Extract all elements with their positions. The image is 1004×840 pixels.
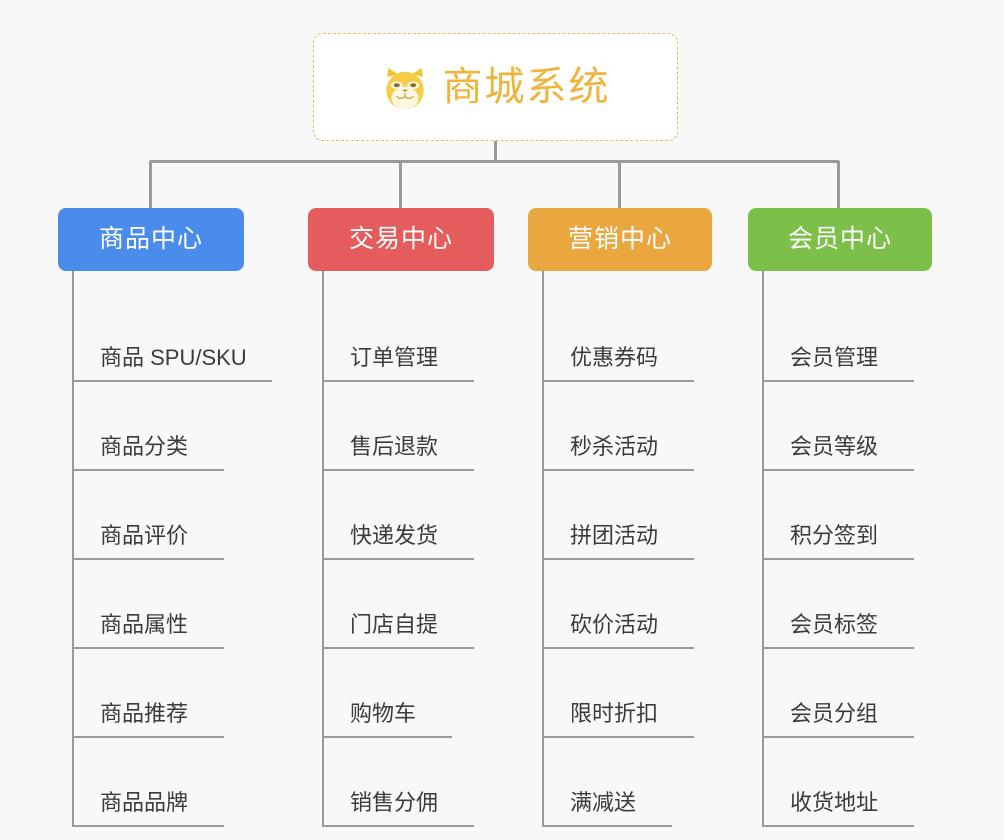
leaf-underline xyxy=(72,469,224,471)
leaf-underline xyxy=(322,736,452,738)
leaf-label: 会员标签 xyxy=(790,611,879,637)
leaf-list-3: 会员管理 会员等级 积分签到 会员标签 会员分组 收货地址 xyxy=(748,271,968,827)
category-title: 交易中心 xyxy=(348,225,453,253)
leaf-label: 商品 SPU/SKU xyxy=(100,344,247,370)
leaf-label: 销售分佣 xyxy=(350,789,439,815)
leaf-item[interactable]: 购物车 xyxy=(308,649,528,738)
leaf-underline xyxy=(762,825,914,827)
leaf-item[interactable]: 砍价活动 xyxy=(528,560,748,649)
leaf-underline xyxy=(322,469,474,471)
leaf-underline xyxy=(762,469,914,471)
leaf-list-1: 订单管理 售后退款 快递发货 门店自提 购物车 销售分佣 xyxy=(308,271,528,827)
category-header-3[interactable]: 会员中心 xyxy=(748,208,932,271)
leaf-item[interactable]: 会员标签 xyxy=(748,560,968,649)
category-title: 会员中心 xyxy=(787,225,892,253)
leaf-item[interactable]: 商品评价 xyxy=(58,471,278,560)
leaf-item[interactable]: 快递发货 xyxy=(308,471,528,560)
column-spine xyxy=(762,271,764,827)
leaf-underline xyxy=(72,736,224,738)
leaf-item[interactable]: 拼团活动 xyxy=(528,471,748,560)
category-title: 营销中心 xyxy=(567,225,672,253)
leaf-item[interactable]: 销售分佣 xyxy=(308,738,528,827)
category-title: 商品中心 xyxy=(98,225,203,253)
leaf-item[interactable]: 优惠券码 xyxy=(528,293,748,382)
leaf-label: 商品属性 xyxy=(100,611,189,637)
leaf-underline xyxy=(762,558,914,560)
leaf-item[interactable]: 商品属性 xyxy=(58,560,278,649)
leaf-label: 订单管理 xyxy=(350,344,439,370)
leaf-underline xyxy=(72,558,224,560)
leaf-label: 商品品牌 xyxy=(100,789,189,815)
leaf-underline xyxy=(542,380,694,382)
category-header-1[interactable]: 交易中心 xyxy=(308,208,494,271)
category-column: 会员中心 会员管理 会员等级 积分签到 会员标签 会员分组 xyxy=(748,208,968,827)
leaf-label: 秒杀活动 xyxy=(570,433,659,459)
leaf-underline xyxy=(762,736,914,738)
leaf-label: 商品推荐 xyxy=(100,700,189,726)
leaf-underline xyxy=(542,647,694,649)
leaf-underline xyxy=(762,647,914,649)
leaf-label: 收货地址 xyxy=(790,789,879,815)
leaf-item[interactable]: 商品分类 xyxy=(58,382,278,471)
root-node[interactable]: 商城系统 xyxy=(313,33,678,141)
leaf-label: 售后退款 xyxy=(350,433,439,459)
category-column: 营销中心 优惠券码 秒杀活动 拼团活动 砍价活动 限时折扣 xyxy=(528,208,748,827)
leaf-label: 积分签到 xyxy=(790,522,879,548)
leaf-label: 商品分类 xyxy=(100,433,189,459)
leaf-item[interactable]: 会员分组 xyxy=(748,649,968,738)
leaf-label: 会员等级 xyxy=(790,433,879,459)
category-column: 商品中心 商品 SPU/SKU 商品分类 商品评价 商品属性 商品推荐 xyxy=(58,208,278,827)
leaf-item[interactable]: 售后退款 xyxy=(308,382,528,471)
leaf-underline xyxy=(72,647,224,649)
leaf-label: 拼团活动 xyxy=(570,522,659,548)
leaf-underline xyxy=(542,469,694,471)
leaf-label: 快递发货 xyxy=(350,522,439,548)
leaf-item[interactable]: 收货地址 xyxy=(748,738,968,827)
leaf-underline xyxy=(542,558,694,560)
category-column: 交易中心 订单管理 售后退款 快递发货 门店自提 购物车 xyxy=(308,208,528,827)
leaf-label: 砍价活动 xyxy=(570,611,659,637)
leaf-item[interactable]: 商品推荐 xyxy=(58,649,278,738)
category-header-0[interactable]: 商品中心 xyxy=(58,208,244,271)
leaf-item[interactable]: 限时折扣 xyxy=(528,649,748,738)
column-spine xyxy=(72,271,74,827)
leaf-underline xyxy=(322,558,474,560)
leaf-item[interactable]: 商品品牌 xyxy=(58,738,278,827)
shiba-dog-face-icon xyxy=(381,65,429,113)
leaf-underline xyxy=(322,825,474,827)
leaf-list-0: 商品 SPU/SKU 商品分类 商品评价 商品属性 商品推荐 商品品牌 xyxy=(58,271,278,827)
leaf-underline xyxy=(72,380,272,382)
leaf-item[interactable]: 商品 SPU/SKU xyxy=(58,293,278,382)
leaf-underline xyxy=(72,825,224,827)
leaf-item[interactable]: 秒杀活动 xyxy=(528,382,748,471)
leaf-label: 会员管理 xyxy=(790,344,879,370)
leaf-item[interactable]: 门店自提 xyxy=(308,560,528,649)
leaf-item[interactable]: 满减送 xyxy=(528,738,748,827)
leaf-label: 优惠券码 xyxy=(570,344,659,370)
leaf-item[interactable]: 会员管理 xyxy=(748,293,968,382)
leaf-item[interactable]: 积分签到 xyxy=(748,471,968,560)
leaf-underline xyxy=(762,380,914,382)
root-title: 商城系统 xyxy=(442,65,611,109)
leaf-label: 商品评价 xyxy=(100,522,189,548)
leaf-underline xyxy=(542,736,694,738)
leaf-underline xyxy=(322,380,474,382)
leaf-list-2: 优惠券码 秒杀活动 拼团活动 砍价活动 限时折扣 满减送 xyxy=(528,271,748,827)
leaf-label: 限时折扣 xyxy=(570,700,659,726)
leaf-label: 满减送 xyxy=(570,789,637,815)
leaf-item[interactable]: 会员等级 xyxy=(748,382,968,471)
column-spine xyxy=(322,271,324,827)
leaf-underline xyxy=(542,825,672,827)
category-header-2[interactable]: 营销中心 xyxy=(528,208,712,271)
leaf-label: 门店自提 xyxy=(350,611,439,637)
leaf-label: 会员分组 xyxy=(790,700,879,726)
leaf-label: 购物车 xyxy=(350,700,417,726)
column-spine xyxy=(542,271,544,827)
leaf-item[interactable]: 订单管理 xyxy=(308,293,528,382)
leaf-underline xyxy=(322,647,474,649)
